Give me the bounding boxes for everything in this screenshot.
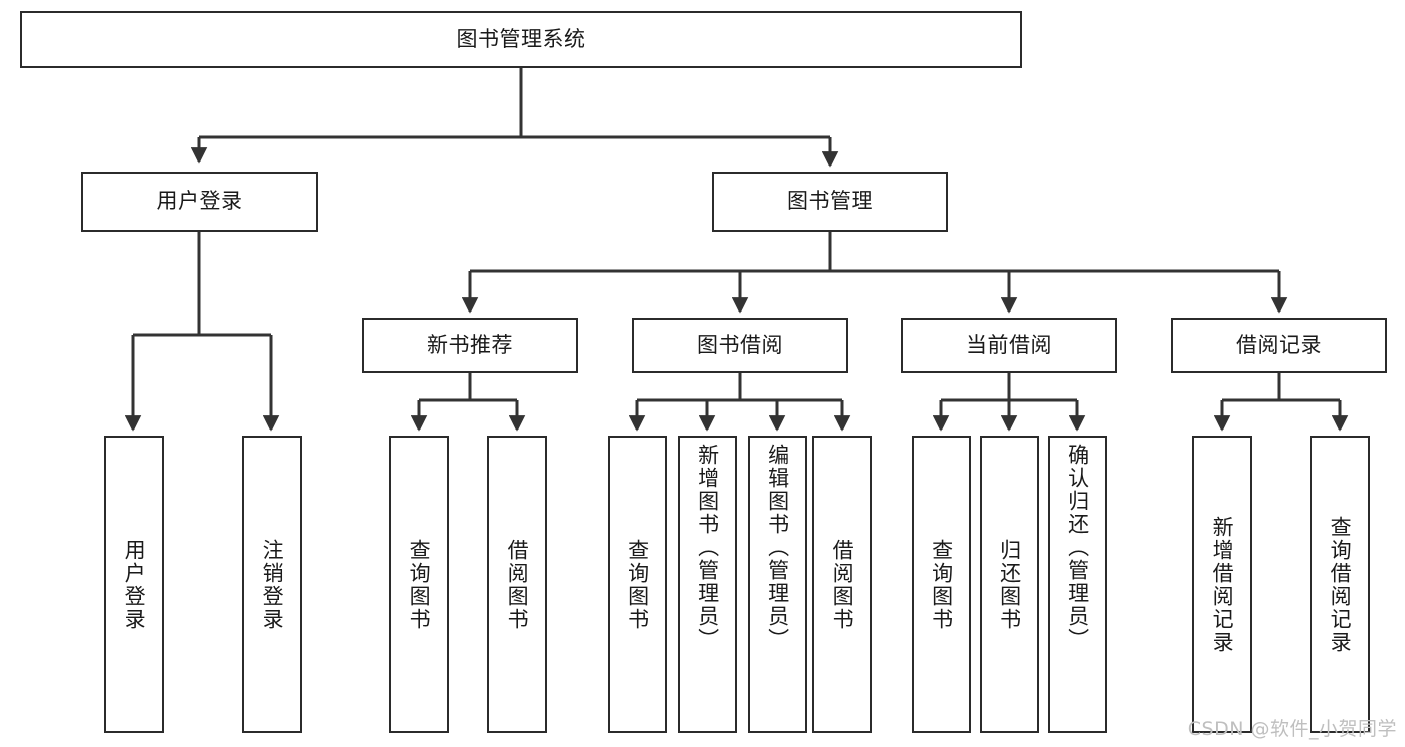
- node-label: 图书管理系统: [456, 26, 586, 51]
- node-label: 查询图书: [407, 538, 432, 631]
- node-label: 编辑图书（管理员）: [765, 444, 790, 651]
- node-label: 归还图书: [997, 538, 1022, 631]
- node-label: 用户登录: [156, 189, 243, 214]
- node-user-login[interactable]: 用户登录: [81, 172, 318, 232]
- node-leaf-borrow-book-recommend[interactable]: 借阅图书: [487, 436, 547, 733]
- node-book-borrow[interactable]: 图书借阅: [632, 318, 848, 373]
- node-leaf-edit-book-admin[interactable]: 编辑图书（管理员）: [748, 436, 807, 733]
- node-leaf-query-borrow-record[interactable]: 查询借阅记录: [1310, 436, 1370, 733]
- node-label: 图书借阅: [697, 332, 783, 357]
- node-leaf-logout[interactable]: 注销登录: [242, 436, 302, 733]
- node-leaf-confirm-return-admin[interactable]: 确认归还（管理员）: [1048, 436, 1107, 733]
- node-label: 当前借阅: [966, 332, 1052, 357]
- node-leaf-query-book-current[interactable]: 查询图书: [912, 436, 971, 733]
- node-label: 借阅记录: [1236, 332, 1322, 357]
- node-borrow-record[interactable]: 借阅记录: [1171, 318, 1387, 373]
- node-book-management[interactable]: 图书管理: [712, 172, 948, 232]
- node-leaf-query-book-recommend[interactable]: 查询图书: [389, 436, 449, 733]
- node-label: 查询借阅记录: [1328, 515, 1353, 654]
- node-label: 图书管理: [787, 189, 873, 214]
- node-label: 新书推荐: [427, 332, 513, 357]
- node-label: 查询图书: [625, 538, 650, 631]
- node-label: 查询图书: [929, 538, 954, 631]
- node-label: 借阅图书: [505, 538, 530, 631]
- node-label: 借阅图书: [830, 538, 855, 631]
- node-leaf-add-borrow-record[interactable]: 新增借阅记录: [1192, 436, 1252, 733]
- node-label: 新增图书（管理员）: [695, 444, 720, 651]
- node-leaf-user-login[interactable]: 用户登录: [104, 436, 164, 733]
- node-leaf-query-book-borrow[interactable]: 查询图书: [608, 436, 667, 733]
- node-leaf-return-book[interactable]: 归还图书: [980, 436, 1039, 733]
- node-label: 新增借阅记录: [1210, 515, 1235, 654]
- node-label: 注销登录: [260, 538, 285, 631]
- node-leaf-borrow-book[interactable]: 借阅图书: [812, 436, 872, 733]
- node-label: 确认归还（管理员）: [1065, 444, 1090, 651]
- node-new-book-recommend[interactable]: 新书推荐: [362, 318, 578, 373]
- node-current-borrow[interactable]: 当前借阅: [901, 318, 1117, 373]
- node-label: 用户登录: [122, 538, 147, 631]
- node-root-book-management-system[interactable]: 图书管理系统: [20, 11, 1022, 68]
- node-leaf-add-book-admin[interactable]: 新增图书（管理员）: [678, 436, 737, 733]
